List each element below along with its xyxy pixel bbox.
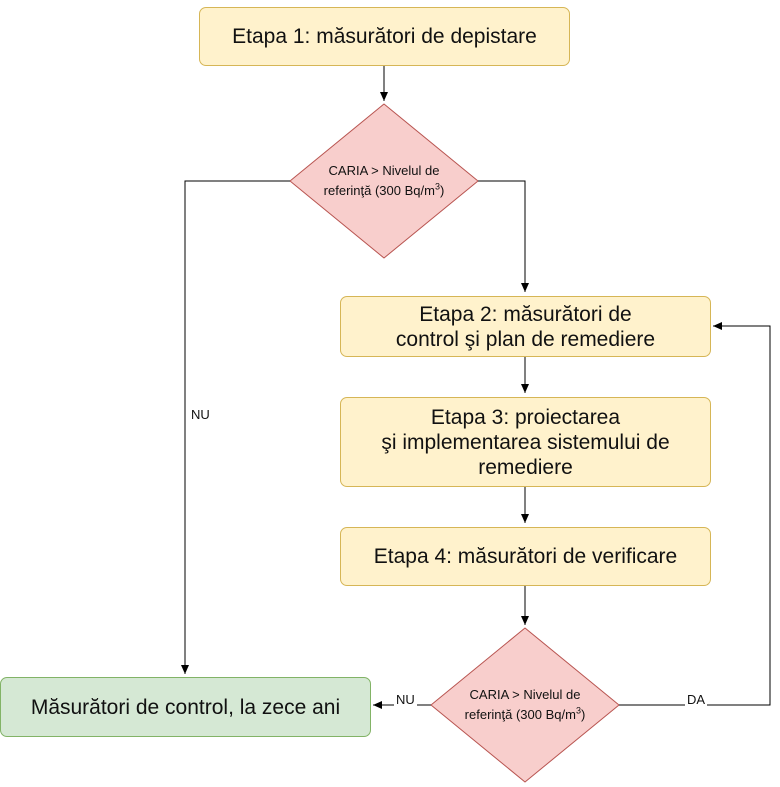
- stage3-box: Etapa 3: proiectarea şi implementarea si…: [340, 397, 711, 487]
- decision1-superscript: 3: [434, 181, 440, 192]
- edge-decision1-no-to-final: [181, 180, 290, 674]
- final-control-label: Măsurători de control, la zece ani: [30, 695, 341, 719]
- stage3-label: Etapa 3: proiectarea şi implementarea si…: [381, 405, 669, 480]
- decision2-line1: CARIA > Nivelul de: [469, 687, 581, 702]
- stage3-label-line2: şi implementarea sistemului de: [381, 430, 670, 454]
- edge-decision2-yes-to-stage2: [619, 322, 771, 706]
- decision2-text: CARIA > Nivelul de referinţă (300 Bq/m3): [441, 674, 609, 736]
- decision1-label: CARIA > Nivelul de referinţă (300 Bq/m3): [324, 161, 445, 201]
- decision2-label: CARIA > Nivelul de referinţă (300 Bq/m3): [465, 685, 586, 725]
- stage1-box: Etapa 1: măsurători de depistare: [199, 7, 570, 66]
- stage4-label: Etapa 4: măsurători de verificare: [373, 545, 678, 568]
- decision2-line2-suffix: ): [580, 707, 586, 722]
- stage1-label: Etapa 1: măsurători de depistare: [232, 25, 537, 48]
- stage4-box: Etapa 4: măsurători de verificare: [340, 527, 711, 586]
- decision-diamond-2: [430, 627, 620, 783]
- stage3-label-line3: remediere: [478, 455, 573, 479]
- final-control-box: Măsurători de control, la zece ani: [0, 677, 371, 737]
- decision2-line2-prefix: referinţă (300 Bq/m: [464, 707, 576, 722]
- stage3-label-line1: Etapa 3: proiectarea: [430, 405, 621, 429]
- edge-label-da: DA: [685, 692, 708, 707]
- edge-label-nu-bottom: NU: [394, 692, 417, 707]
- edge-label-nu-left: NU: [189, 407, 212, 422]
- decision2-superscript: 3: [575, 705, 581, 716]
- stage2-label: Etapa 2: măsurători de control şi plan d…: [396, 302, 655, 352]
- decision1-line1: CARIA > Nivelul de: [328, 163, 440, 178]
- decision1-line2-prefix: referinţă (300 Bq/m: [323, 183, 435, 198]
- decision1-text: CARIA > Nivelul de referinţă (300 Bq/m3): [300, 150, 468, 212]
- decision-diamond-1: [289, 103, 479, 259]
- stage2-label-line2: control şi plan de remediere: [395, 327, 656, 351]
- stage2-box: Etapa 2: măsurători de control şi plan d…: [340, 296, 711, 357]
- edge-decision1-yes-to-stage2: [478, 180, 529, 292]
- stage2-label-line1: Etapa 2: măsurători de: [419, 302, 632, 326]
- decision1-line2-suffix: ): [439, 183, 445, 198]
